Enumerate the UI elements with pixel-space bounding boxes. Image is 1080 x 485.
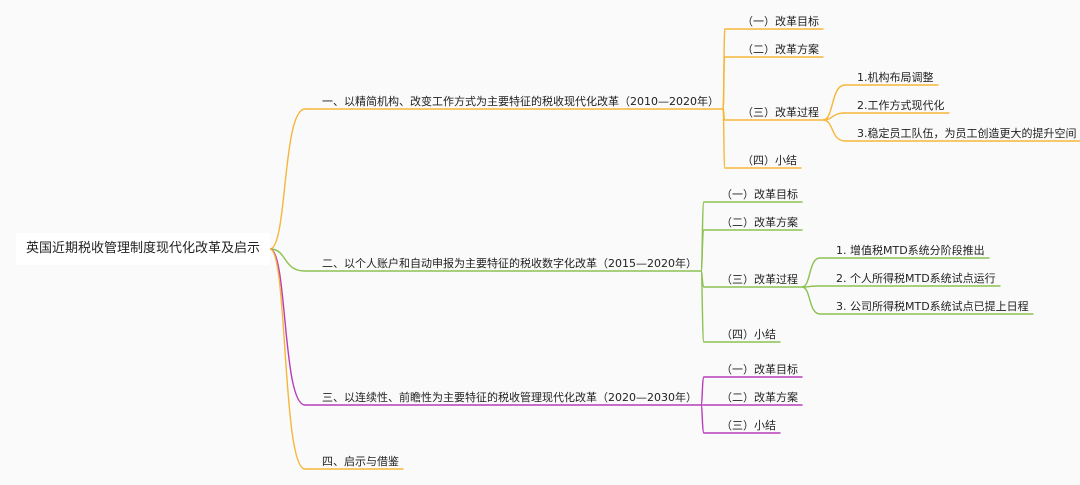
branch-2-item-2[interactable]: （二）改革方案 xyxy=(721,216,798,229)
branch-3-label-link xyxy=(269,248,306,406)
branch-2-item-4[interactable]: （四）小结 xyxy=(721,328,776,341)
branch-2-item-3[interactable]: （三）改革过程 xyxy=(721,273,798,286)
branch-3-item-1[interactable]: （一）改革目标 xyxy=(721,363,798,376)
branch-1-item-3-sub-3[interactable]: 3.稳定员工队伍，为员工创造更大的提升空间 xyxy=(857,127,1077,140)
branch-3-item-1-link xyxy=(700,376,705,406)
branch-2-item-3-sub-2[interactable]: 2. 个人所得税MTD系统试点运行 xyxy=(836,272,996,285)
branch-4-label[interactable]: 四、启示与借鉴 xyxy=(322,455,399,468)
branch-1-item-3-sub-2[interactable]: 2.工作方式现代化 xyxy=(857,99,945,112)
branch-4-label-link xyxy=(269,248,306,470)
branch-3-item-3-link xyxy=(700,404,705,434)
branch-1-item-3-sub-1-link xyxy=(822,84,846,121)
branch-1-item-2[interactable]: （二）改革方案 xyxy=(742,43,819,56)
branch-3-item-2[interactable]: （二）改革方案 xyxy=(721,391,798,404)
branch-2-item-1[interactable]: （一）改革目标 xyxy=(721,188,798,201)
branch-3-item-3[interactable]: （三）小结 xyxy=(721,419,776,432)
branch-3-label[interactable]: 三、以连续性、前瞻性为主要特征的税收管理现代化改革（2020—2030年） xyxy=(322,391,697,404)
branch-2-item-4-link xyxy=(700,270,705,343)
branch-2-label[interactable]: 二、以个人账户和自动申报为主要特征的税收数字化改革（2015—2020年） xyxy=(322,257,697,270)
branch-1-item-4-link xyxy=(722,108,726,169)
branch-1-label-link xyxy=(269,108,306,250)
branch-1-item-1[interactable]: （一）改革目标 xyxy=(742,15,819,28)
root-topic[interactable]: 英国近期税收管理制度现代化改革及启示 xyxy=(16,233,270,265)
branch-2-item-3-sub-3-link xyxy=(801,286,821,315)
branch-1-item-3[interactable]: （三）改革过程 xyxy=(742,106,819,119)
branch-1-label[interactable]: 一、以精简机构、改变工作方式为主要特征的税收现代化改革（2010—2020年） xyxy=(322,95,719,108)
branch-1-item-3-sub-3-link xyxy=(822,119,846,142)
branch-2-label-link xyxy=(269,248,306,272)
branch-2-item-3-sub-1-link xyxy=(801,257,821,288)
branch-1-item-3-sub-1[interactable]: 1.机构布局调整 xyxy=(857,71,934,84)
branch-1-item-3-sub-2-link xyxy=(822,112,846,121)
branch-2-item-2-link xyxy=(700,229,705,272)
branch-1-item-4[interactable]: （四）小结 xyxy=(742,154,797,167)
branch-1-item-2-link xyxy=(722,56,726,110)
branch-2-item-3-sub-3[interactable]: 3. 公司所得税MTD系统试点已提上日程 xyxy=(836,300,1029,313)
branch-2-item-3-sub-1[interactable]: 1. 增值税MTD系统分阶段推出 xyxy=(836,244,985,257)
